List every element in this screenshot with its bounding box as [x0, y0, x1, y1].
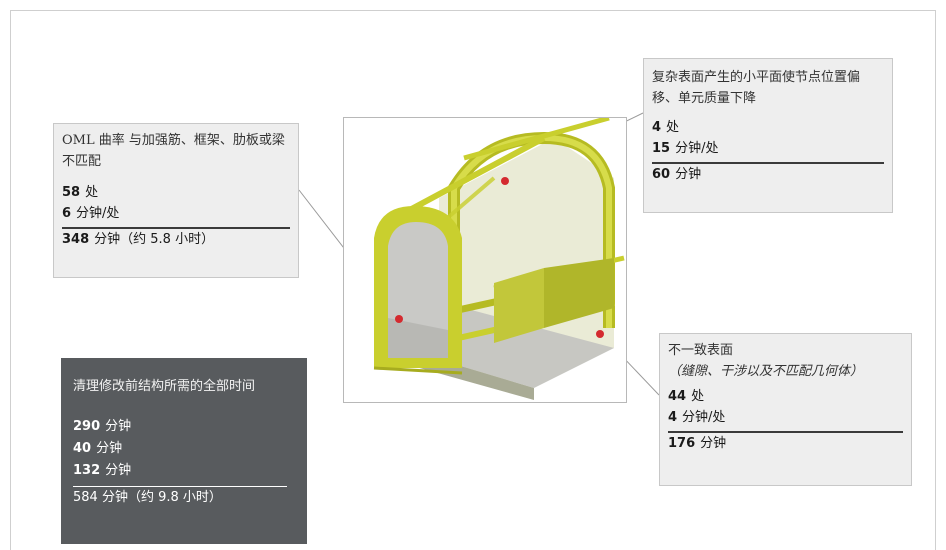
- divider: [652, 162, 884, 164]
- divider: [62, 227, 290, 229]
- structure-illustration: [343, 117, 627, 403]
- marker-top: [501, 177, 509, 185]
- marker-right: [596, 330, 604, 338]
- callout-subdescription: （缝隙、干涉以及不匹配几何体）: [668, 364, 864, 379]
- divider: [668, 431, 903, 433]
- marker-left: [395, 315, 403, 323]
- callout-description: OML 曲率 与加强筋、框架、肋板或梁不匹配: [62, 133, 285, 169]
- callout-description: 复杂表面产生的小平面使节点位置偏移、单元质量下降: [652, 70, 861, 106]
- page-frame: [10, 10, 936, 550]
- summary-total: 584 分钟（约 9.8 小时）: [73, 490, 222, 505]
- divider: [73, 486, 287, 487]
- callout-description: 不一致表面: [668, 343, 734, 358]
- summary-description: 清理修改前结构所需的全部时间: [73, 379, 256, 394]
